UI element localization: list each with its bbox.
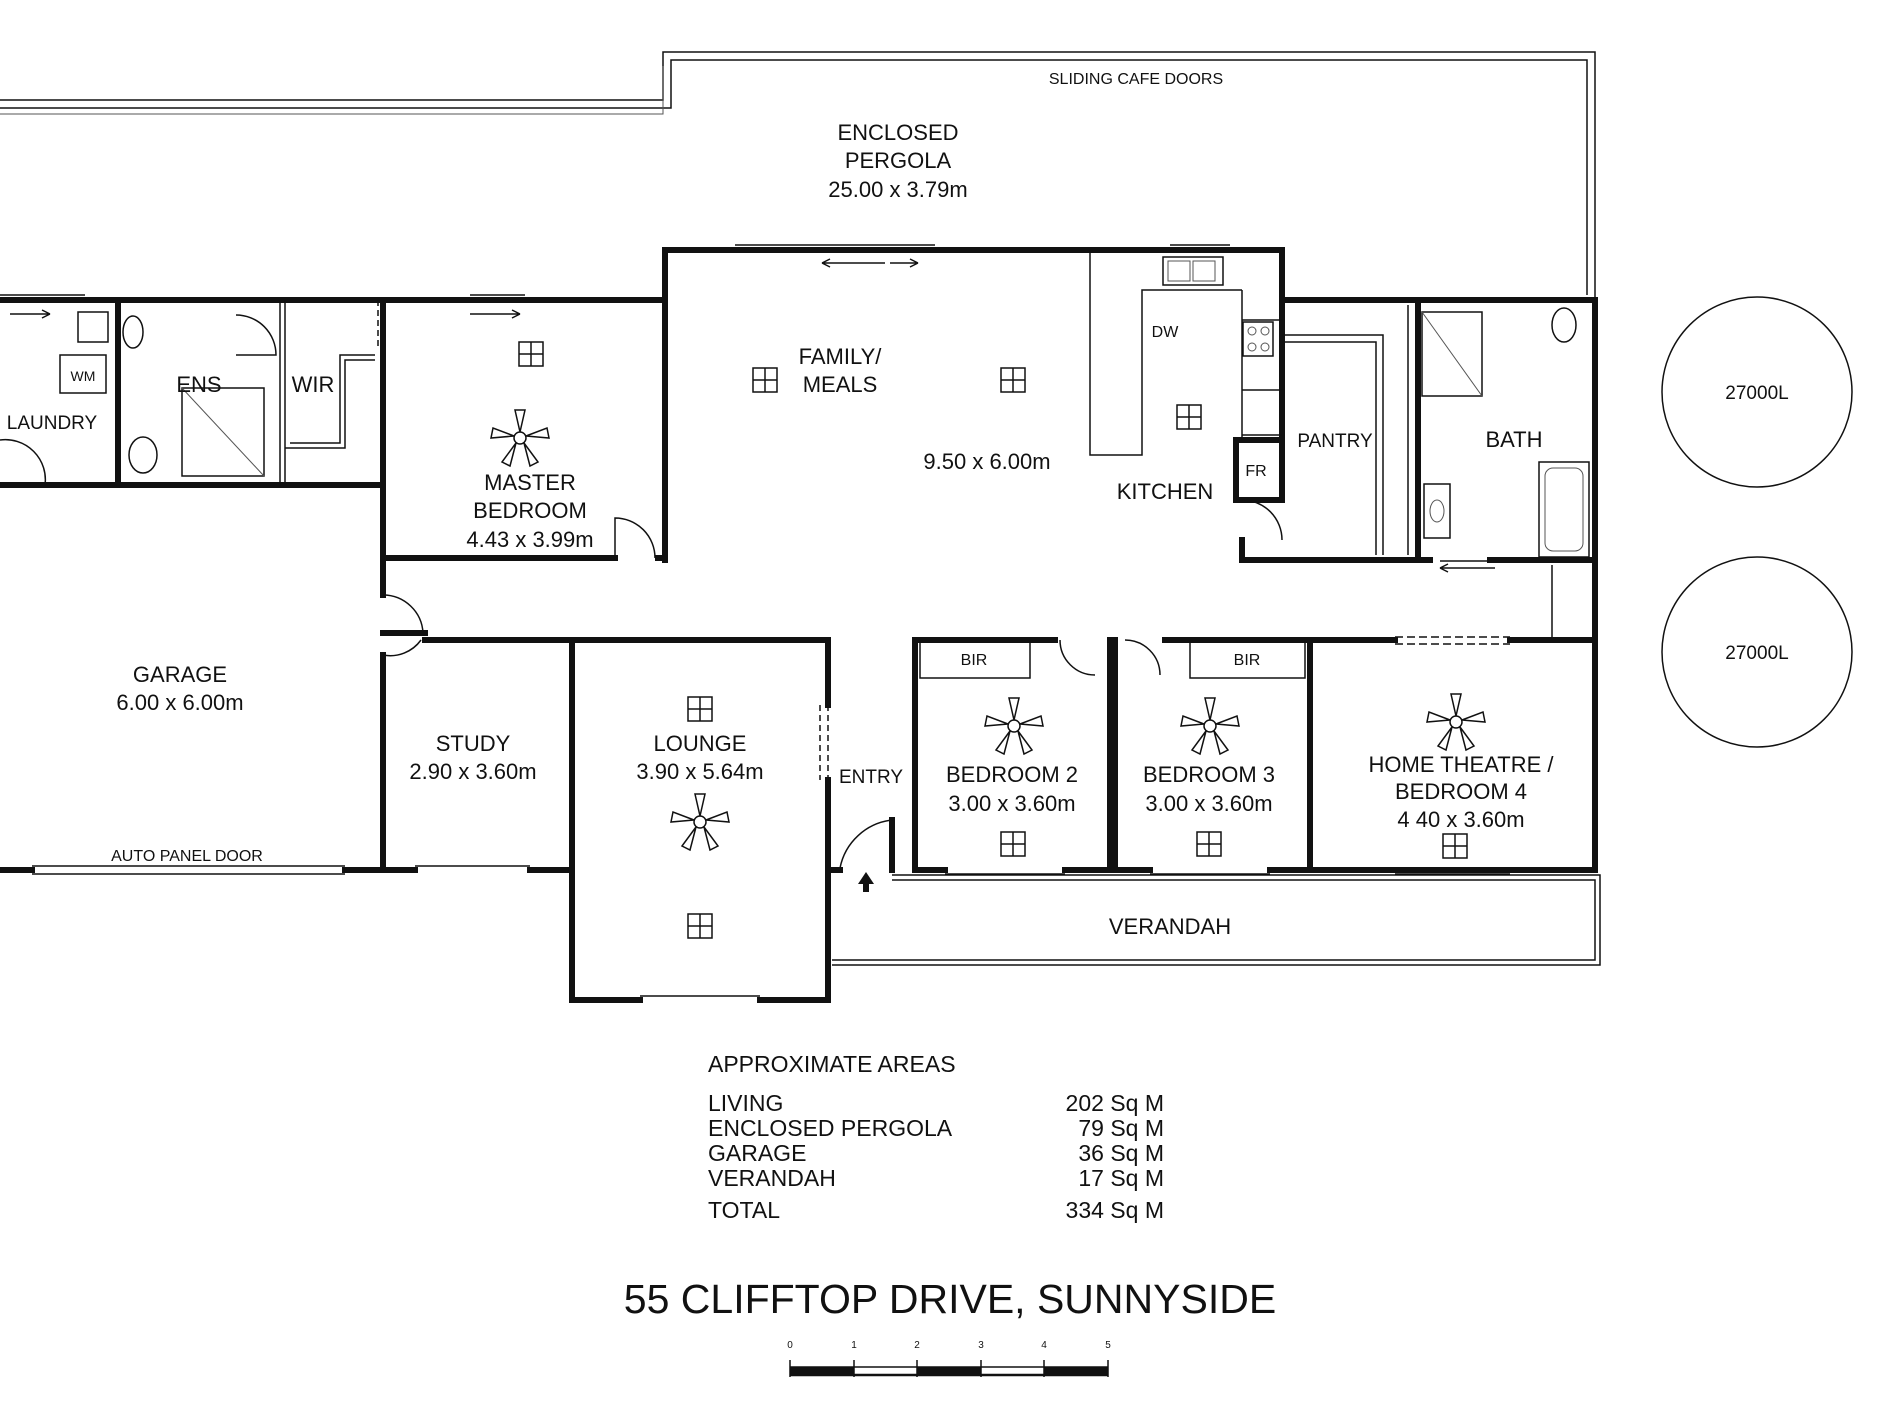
ceiling-fans xyxy=(490,409,1486,852)
fixtures xyxy=(59,256,1853,748)
family-size: 9.50 x 6.00m xyxy=(923,449,1050,474)
kitchen-label: KITCHEN xyxy=(1117,479,1214,504)
water-tank-2 xyxy=(1661,556,1853,748)
scale-tick-5: 5 xyxy=(1105,1340,1111,1351)
garage-label: GARAGE xyxy=(133,662,227,687)
lounge-size: 3.90 x 5.64m xyxy=(636,759,763,784)
laundry-label: LAUNDRY xyxy=(7,413,98,434)
scale-bar: 0 1 2 3 4 5 xyxy=(787,1340,1111,1377)
master-size: 4.43 x 3.99m xyxy=(466,527,593,552)
scale-tick-4: 4 xyxy=(1041,1340,1047,1351)
pergola-size: 25.00 x 3.79m xyxy=(828,177,967,202)
bedroom-3-label: BEDROOM 3 xyxy=(1143,762,1275,787)
scale-tick-1: 1 xyxy=(851,1340,857,1351)
sliding-cafe-doors-label: SLIDING CAFE DOORS xyxy=(1049,71,1223,88)
dw-label: DW xyxy=(1152,324,1180,341)
area-pergola-label: ENCLOSED PERGOLA xyxy=(708,1115,953,1141)
door-swings xyxy=(0,314,1283,869)
theatre-size: 4 40 x 3.60m xyxy=(1397,807,1524,832)
family-label-2: MEALS xyxy=(803,372,878,397)
pantry-label: PANTRY xyxy=(1297,431,1373,452)
master-label-2: BEDROOM xyxy=(473,498,587,523)
area-total-label: TOTAL xyxy=(708,1197,780,1223)
room-labels: SLIDING CAFE DOORS ENCLOSED PERGOLA 25.0… xyxy=(7,71,1789,939)
lounge-label: LOUNGE xyxy=(654,731,747,756)
verandah-outline xyxy=(832,874,1601,966)
wir-label: WIR xyxy=(292,372,335,397)
area-verandah-label: VERANDAH xyxy=(708,1165,836,1191)
entry-arrow-icon xyxy=(858,872,874,892)
tank-2-label: 27000L xyxy=(1725,643,1788,664)
bedroom-2-size: 3.00 x 3.60m xyxy=(948,791,1075,816)
property-address-title: 55 CLIFFTOP DRIVE, SUNNYSIDE xyxy=(624,1276,1276,1322)
bir-2-label: BIR xyxy=(1234,652,1261,669)
study-label: STUDY xyxy=(436,731,511,756)
scale-tick-3: 3 xyxy=(978,1340,984,1351)
garage-size: 6.00 x 6.00m xyxy=(116,690,243,715)
area-living-label: LIVING xyxy=(708,1090,783,1116)
scale-tick-2: 2 xyxy=(914,1340,920,1351)
pergola-outline xyxy=(0,51,1596,300)
theatre-label-2: BEDROOM 4 xyxy=(1395,779,1527,804)
internal-partitions xyxy=(0,244,1553,997)
pergola-label-1: ENCLOSED xyxy=(837,120,958,145)
scale-tick-0: 0 xyxy=(787,1340,793,1351)
family-label-1: FAMILY/ xyxy=(799,344,883,369)
bedroom-2-label: BEDROOM 2 xyxy=(946,762,1078,787)
area-garage-value: 36 Sq M xyxy=(1078,1140,1164,1166)
pergola-label-2: PERGOLA xyxy=(845,148,952,173)
wm-label: WM xyxy=(71,368,96,384)
bath-label: BATH xyxy=(1485,427,1542,452)
light-fittings xyxy=(518,341,1468,939)
verandah-label: VERANDAH xyxy=(1109,914,1231,939)
areas-heading: APPROXIMATE AREAS xyxy=(708,1051,956,1077)
area-pergola-value: 79 Sq M xyxy=(1078,1115,1164,1141)
sliding-arrows xyxy=(10,258,1500,573)
study-size: 2.90 x 3.60m xyxy=(409,759,536,784)
area-living-value: 202 Sq M xyxy=(1066,1090,1164,1116)
water-tank-1 xyxy=(1661,296,1853,488)
ens-label: ENS xyxy=(176,372,221,397)
fr-label: FR xyxy=(1245,463,1266,480)
bir-1-label: BIR xyxy=(961,652,988,669)
auto-panel-door-label: AUTO PANEL DOOR xyxy=(111,848,263,865)
theatre-label-1: HOME THEATRE / xyxy=(1369,752,1555,777)
bedroom-3-size: 3.00 x 3.60m xyxy=(1145,791,1272,816)
entry-label: ENTRY xyxy=(839,767,903,788)
master-label-1: MASTER xyxy=(484,470,576,495)
tank-1-label: 27000L xyxy=(1725,383,1788,404)
area-verandah-value: 17 Sq M xyxy=(1078,1165,1164,1191)
area-total-value: 334 Sq M xyxy=(1066,1197,1164,1223)
area-garage-label: GARAGE xyxy=(708,1140,806,1166)
walls xyxy=(0,247,1598,1003)
approximate-areas: APPROXIMATE AREAS LIVING 202 Sq M ENCLOS… xyxy=(708,1051,1164,1223)
